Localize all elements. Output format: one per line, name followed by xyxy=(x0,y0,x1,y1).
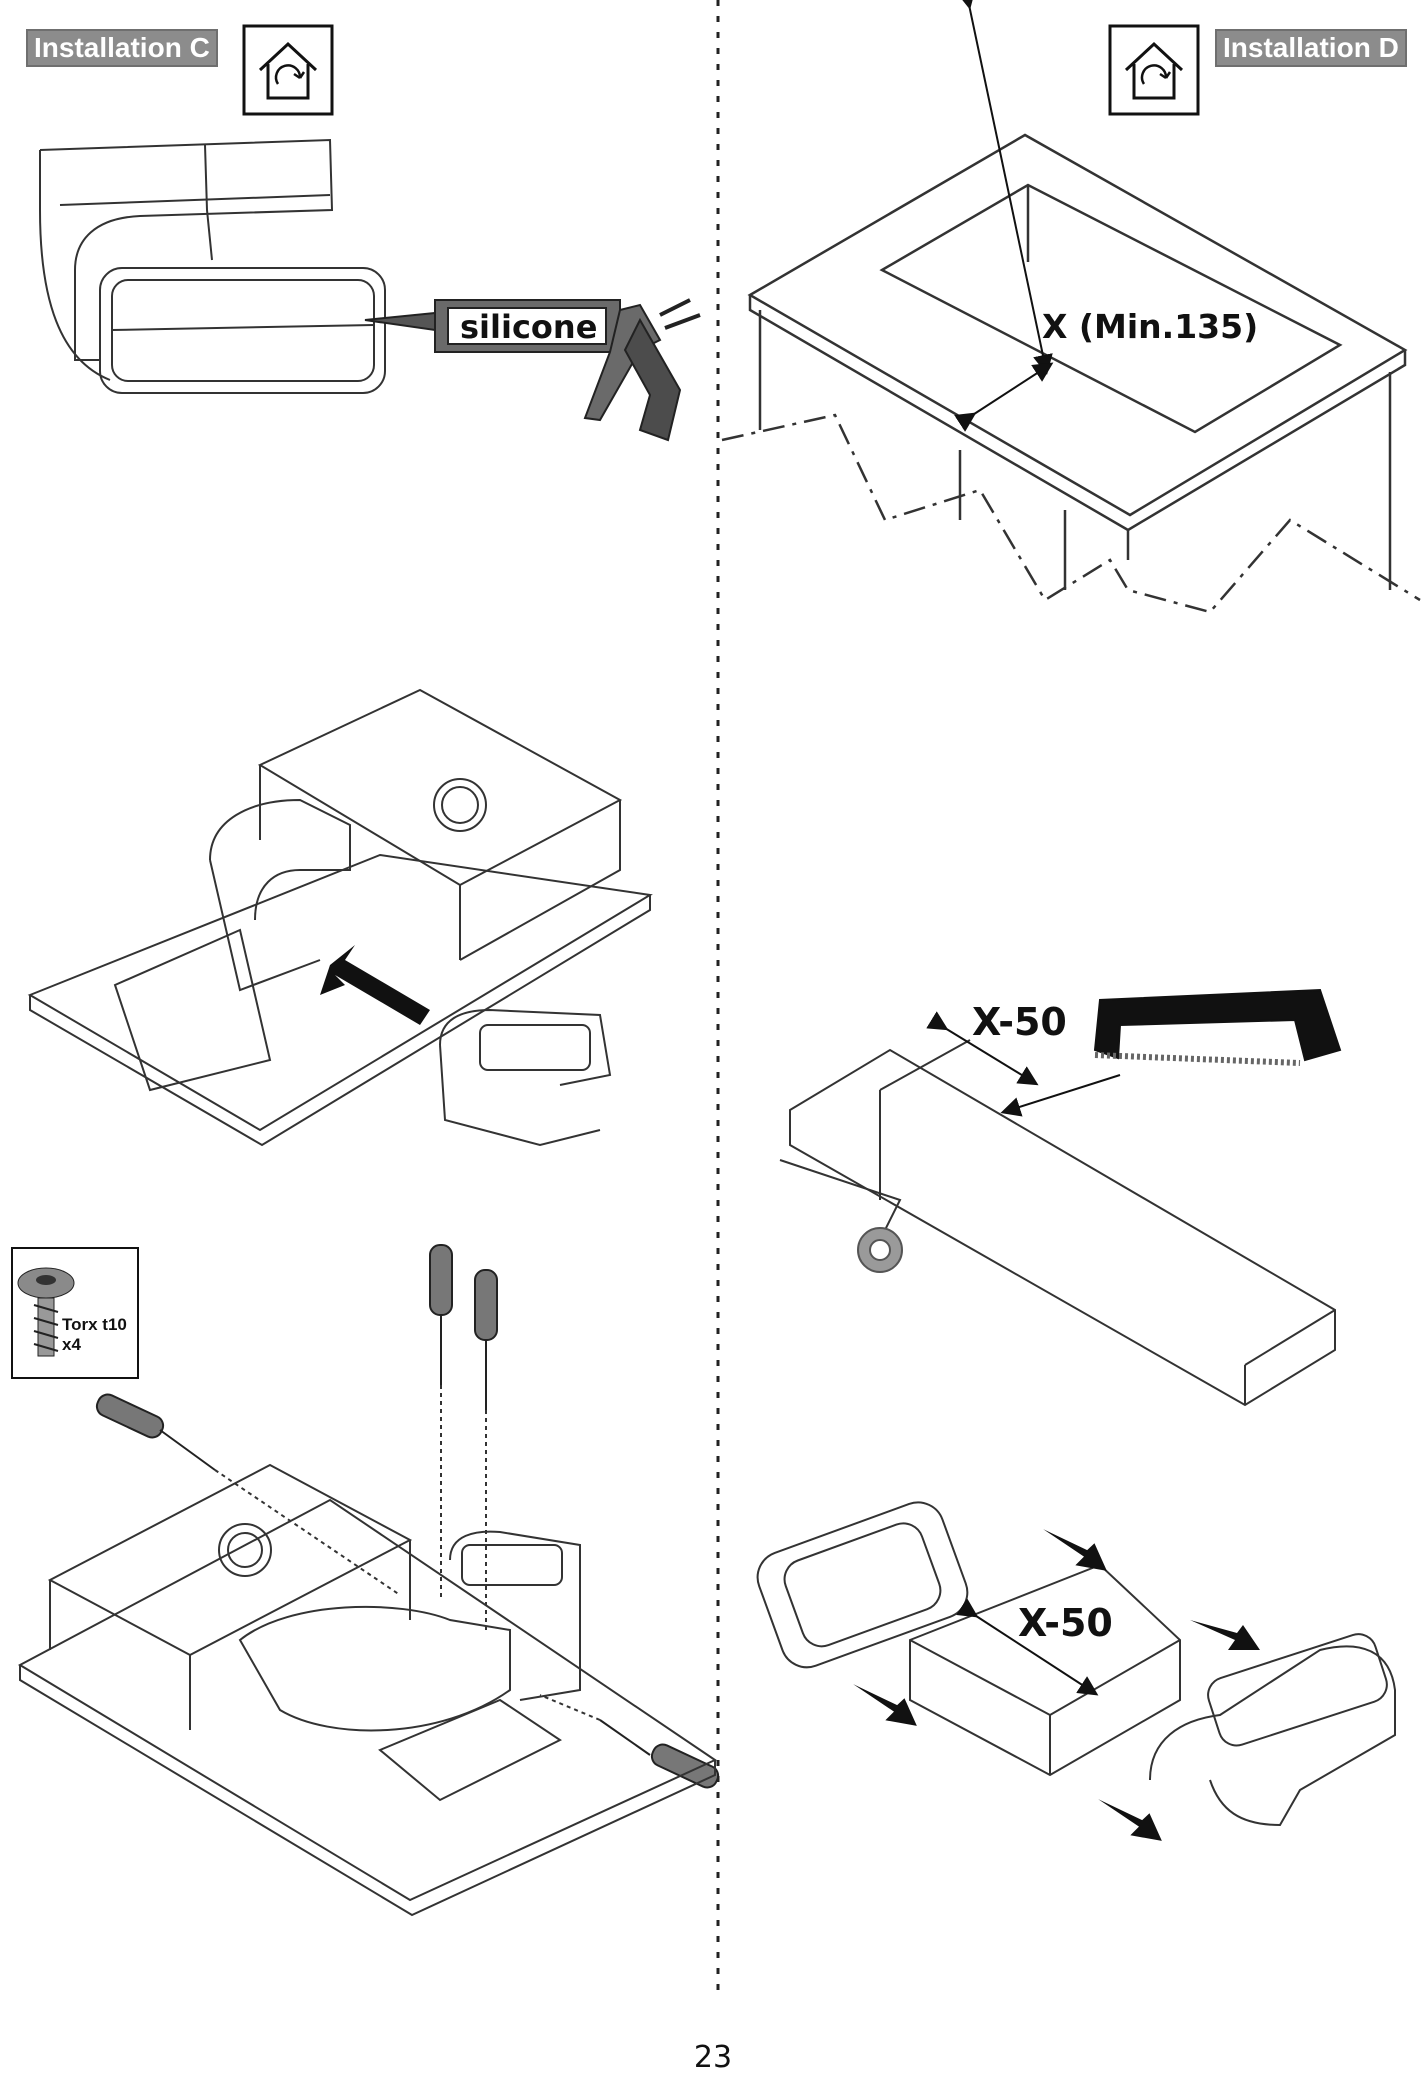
screw-info-box xyxy=(11,1247,139,1379)
elbow-duct-silicone-figure xyxy=(39,138,701,442)
hood-elbow-insertion-figure xyxy=(27,688,653,1147)
screwdriver-icon xyxy=(95,1244,720,1789)
min-distance-callout: X (Min.135) xyxy=(1042,307,1258,346)
cut-length-callout: X-50 xyxy=(972,1000,1067,1044)
installation-c-label: Installation C xyxy=(26,29,218,67)
cut-length-arrow xyxy=(926,1011,1039,1086)
hood-elbow-fixed-figure xyxy=(17,1385,718,1917)
cabinet-cutout-figure xyxy=(721,0,1421,614)
screw-qty-label: x4 xyxy=(62,1335,81,1354)
min-distance-arrow xyxy=(954,362,1054,432)
silicone-callout: silicone xyxy=(460,308,597,346)
piece-length-callout: X-50 xyxy=(1018,1601,1113,1645)
screw-type-label: Torx t10 xyxy=(62,1315,127,1334)
duct-cut-figure xyxy=(779,988,1342,1407)
insertion-arrow xyxy=(320,945,430,1025)
house-recirculation-icon xyxy=(242,24,334,116)
assembly-arrows xyxy=(853,1529,1260,1841)
page-number: 23 xyxy=(693,2040,733,2075)
house-recirculation-icon-d xyxy=(1108,24,1200,116)
installation-d-label: Installation D xyxy=(1215,29,1407,67)
piece-length-arrow xyxy=(956,1598,1099,1696)
